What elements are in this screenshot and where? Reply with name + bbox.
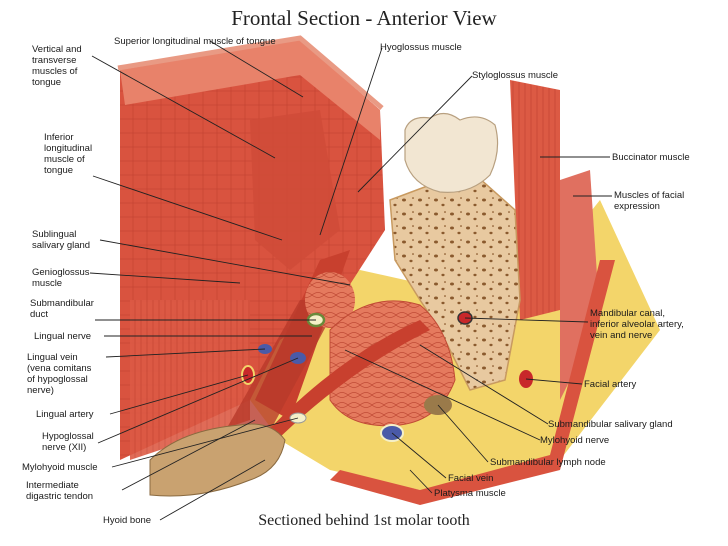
label-platysma: Platysma muscle <box>434 488 506 499</box>
label-hyoid-bone: Hyoid bone <box>103 515 152 526</box>
label-sublingual-gland: Sublingual salivary gland <box>32 229 91 251</box>
label-submandibular-lymph-node: Submandibular lymph node <box>490 457 606 468</box>
label-superior-longitudinal: Superior longitudinal muscle of tongue <box>114 36 276 47</box>
label-submandibular-duct: Submandibular duct <box>30 298 94 320</box>
label-hyoglossus: Hyoglossus muscle <box>380 42 462 53</box>
label-submandibular-gland: Submandibular salivary gland <box>548 419 673 430</box>
label-mylohyoid-nerve: Mylohyoid nerve <box>540 435 610 446</box>
label-hypoglossal-nerve: Hypoglossal nerve (XII) <box>42 431 94 453</box>
hyoid-bone <box>149 423 286 497</box>
genioglossus-fibers <box>130 300 250 460</box>
platysma-strip <box>330 260 615 505</box>
label-intermediate-tendon: Intermediate digastric tendon <box>26 480 94 502</box>
label-lingual-nerve: Lingual nerve <box>34 331 92 342</box>
label-styloglossus: Styloglossus muscle <box>472 70 559 81</box>
diagram-title: Frontal Section - Anterior View <box>231 6 497 30</box>
facial-expression-muscles <box>560 170 600 400</box>
molar-tooth <box>404 112 499 193</box>
inferior-longitudinal-region <box>250 110 340 270</box>
leader-lines <box>89 40 612 521</box>
label-mandibular-canal: Mandibular canal, inferior alveolar arte… <box>590 308 684 341</box>
superior-longitudinal-band <box>120 40 380 140</box>
label-mylohyoid-muscle: Mylohyoid muscle <box>22 462 98 473</box>
label-genioglossus: Genioglossus muscle <box>32 267 90 289</box>
buccinator-muscle <box>510 80 560 320</box>
label-facial-vein: Facial vein <box>448 473 494 484</box>
label-lingual-vein: Lingual vein (vena comitans of hypogloss… <box>27 352 92 396</box>
styloglossus-band <box>220 300 340 450</box>
label-lingual-artery: Lingual artery <box>36 409 94 420</box>
label-buccinator: Buccinator muscle <box>612 152 690 163</box>
diagram-subtitle: Sectioned behind 1st molar tooth <box>258 512 470 529</box>
label-facial-artery: Facial artery <box>584 379 637 390</box>
label-vertical-transverse-muscles: Vertical and transverse muscles of tongu… <box>32 44 82 88</box>
label-facial-expression: Muscles of facial expression <box>614 190 685 212</box>
mandible <box>389 169 521 391</box>
tongue-mucosa <box>117 35 384 110</box>
label-inferior-longitudinal: Inferior longitudinal muscle of tongue <box>44 132 93 176</box>
